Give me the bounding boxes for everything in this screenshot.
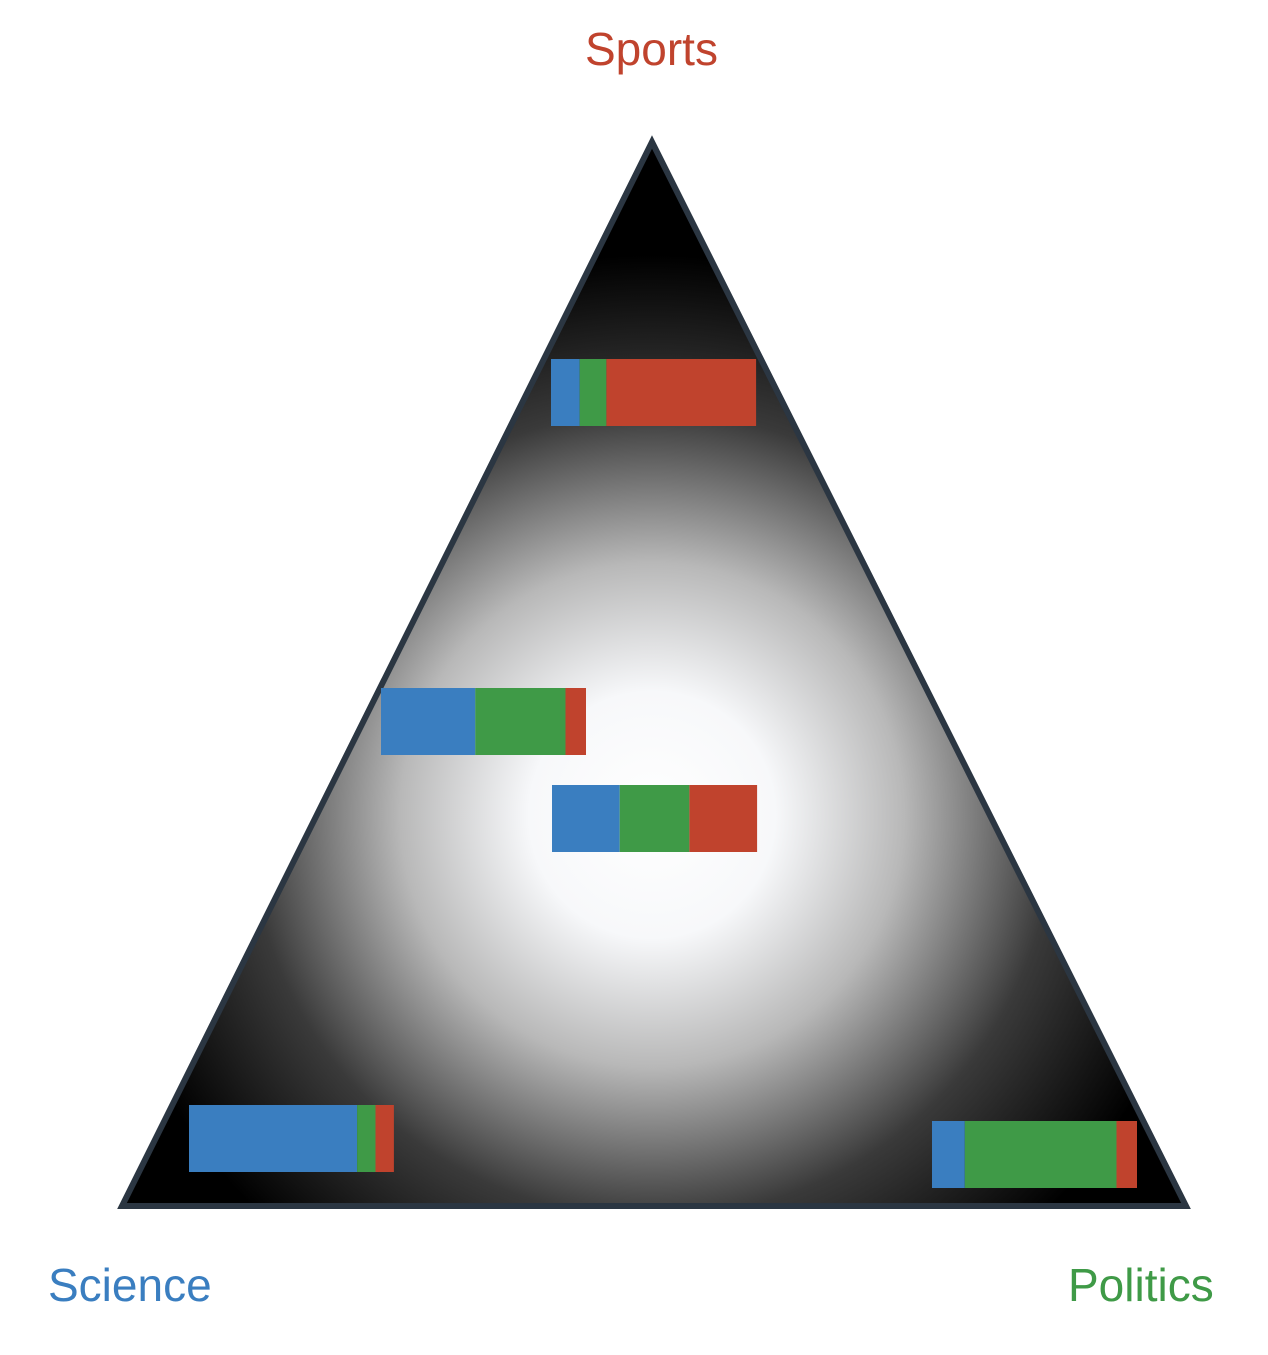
segment-sports: [606, 359, 757, 426]
mixture-bar-sports-dominant: [551, 359, 757, 426]
segment-sports: [565, 688, 586, 755]
mixture-bar-politics-dominant: [932, 1121, 1137, 1188]
segment-science: [551, 359, 580, 426]
vertex-label-sports: Sports: [585, 23, 718, 75]
mixture-bar-balanced: [552, 785, 758, 852]
segment-politics: [475, 688, 566, 755]
vertex-label-science: Science: [48, 1259, 212, 1311]
mixture-bar-science-dominant: [189, 1105, 394, 1172]
mixture-bar-science-politics: [381, 688, 586, 755]
simplex-triangle: [117, 135, 1191, 1209]
segment-science: [932, 1121, 965, 1188]
segment-science: [189, 1105, 358, 1172]
vertex-label-politics: Politics: [1068, 1259, 1214, 1311]
segment-politics: [357, 1105, 376, 1172]
segment-politics: [964, 1121, 1117, 1188]
segment-politics: [619, 785, 690, 852]
segment-sports: [375, 1105, 394, 1172]
segment-science: [552, 785, 620, 852]
segment-sports: [689, 785, 758, 852]
segment-sports: [1116, 1121, 1137, 1188]
segment-politics: [579, 359, 607, 426]
segment-science: [381, 688, 476, 755]
